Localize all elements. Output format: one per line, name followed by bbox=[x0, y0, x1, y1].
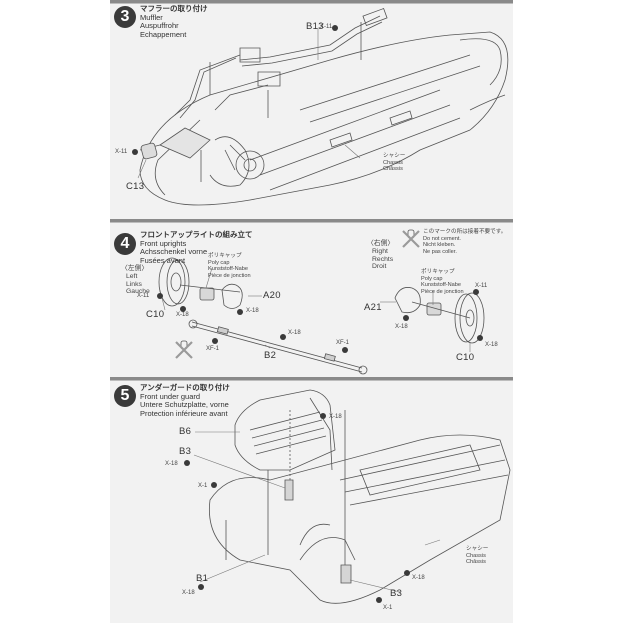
callout-x18-top: X-18 bbox=[329, 414, 342, 420]
poly-cap-label-left: ポリキャップ Poly cap Kunststoff-Nabe Pièce de… bbox=[208, 253, 251, 279]
callout-a21: A21 bbox=[364, 302, 382, 313]
step-3-title-en: Muffler bbox=[140, 12, 163, 22]
step-3-chassis-label: シャシー Chassis Châssis bbox=[383, 153, 406, 173]
callout-c13: C13 bbox=[126, 181, 145, 192]
callout-x18-right-b: X-18 bbox=[485, 342, 498, 348]
page-top-rule bbox=[110, 0, 513, 4]
left-side-label: 〈左側〉 Left Links Gauche bbox=[121, 265, 150, 296]
step-4-title-fr: Fusées avant bbox=[140, 255, 186, 265]
step-5-title-de: Untere Schutzplatte, vorne bbox=[140, 400, 229, 409]
step-4-title-de: Achsschenkel vorne bbox=[140, 247, 208, 256]
step-5-chassis-label: シャシー Chassis Châssis bbox=[466, 546, 489, 566]
callout-b1: B1 bbox=[196, 573, 209, 584]
callout-b3-bottom: B3 bbox=[390, 588, 403, 599]
callout-x11-left-upright: X-11 bbox=[137, 293, 150, 299]
step-3-title: マフラーの取り付け Muffler Auspuffrohr Echappemen… bbox=[140, 4, 208, 39]
callout-x18-bottom-left: X-18 bbox=[182, 590, 195, 596]
manual-page bbox=[110, 0, 513, 623]
step-divider-4-5 bbox=[110, 377, 513, 381]
callout-x18-bottom-right: X-18 bbox=[412, 575, 425, 581]
callout-c10-left: C10 bbox=[146, 309, 165, 320]
callout-xf1-right: XF-1 bbox=[336, 340, 350, 346]
callout-x1-left: X-1 bbox=[198, 483, 208, 489]
callout-c10-right: C10 bbox=[456, 352, 475, 363]
callout-x18-left-b: X-18 bbox=[246, 308, 259, 314]
right-side-label: 〈右側〉 Right Rechts Droit bbox=[367, 240, 395, 271]
step-5-title-fr: Protection inférieure avant bbox=[140, 408, 228, 418]
callout-b3-top: B3 bbox=[179, 446, 192, 457]
callout-x11-top: X-11 bbox=[320, 24, 333, 30]
no-cement-note: このマークの所は接着不要です。 Do not cement. Nicht kle… bbox=[423, 229, 507, 255]
step-3-title-fr: Echappement bbox=[140, 29, 187, 39]
callout-b13: B13 bbox=[306, 21, 324, 32]
callout-x18-left-a: X-18 bbox=[176, 312, 189, 318]
callout-b2: B2 bbox=[264, 350, 277, 361]
callout-b6: B6 bbox=[179, 426, 192, 437]
step-3-title-jp: マフラーの取り付け bbox=[140, 4, 208, 13]
step-number-4: 4 bbox=[114, 233, 136, 255]
step-5-title: アンダーガードの取り付け Front under guard Untere Sc… bbox=[140, 383, 230, 418]
step-number-5: 5 bbox=[114, 385, 136, 407]
callout-x18-rod: X-18 bbox=[288, 330, 301, 336]
poly-cap-label-right: ポリキャップ Poly cap Kunststoff-Nabe Pièce de… bbox=[421, 269, 464, 295]
step-4-title-jp: フロントアップライトの組み立て bbox=[140, 230, 253, 239]
callout-x11-left: X-11 bbox=[115, 149, 128, 155]
callout-x18-right-a: X-18 bbox=[395, 324, 408, 330]
step-5-title-jp: アンダーガードの取り付け bbox=[140, 383, 230, 392]
step-5-title-en: Front under guard bbox=[140, 391, 201, 401]
step-4-title-en: Front uprights bbox=[140, 238, 187, 248]
callout-x1-bottom: X-1 bbox=[383, 605, 393, 611]
callout-x11-right: X-11 bbox=[475, 283, 488, 289]
step-divider-3-4 bbox=[110, 219, 513, 223]
step-number-3: 3 bbox=[114, 6, 136, 28]
step-4-title: フロントアップライトの組み立て Front uprights Achsschen… bbox=[140, 230, 253, 265]
callout-xf1-left: XF-1 bbox=[206, 346, 220, 352]
callout-x18-left: X-18 bbox=[165, 461, 178, 467]
step-3-title-de: Auspuffrohr bbox=[140, 21, 179, 30]
callout-a20: A20 bbox=[263, 290, 281, 301]
